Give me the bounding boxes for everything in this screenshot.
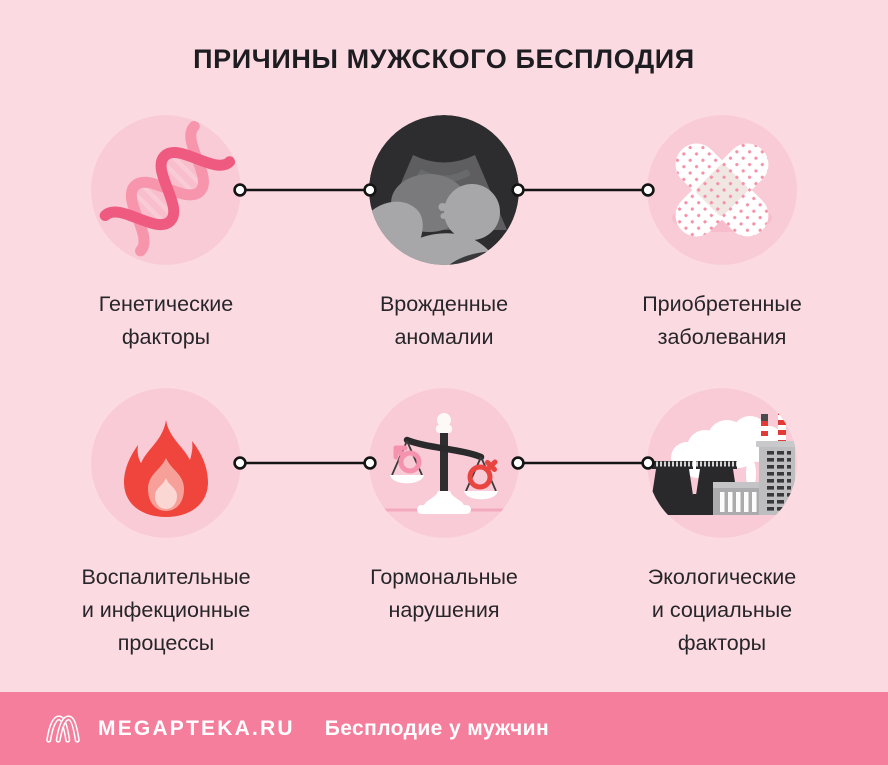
label-line: Гормональные — [370, 565, 518, 589]
hormonal-badge — [369, 388, 519, 538]
megapteka-logo-icon — [46, 714, 80, 743]
label-line: факторы — [121, 325, 211, 349]
ecological-label: Экологические и социальные факторы — [582, 561, 862, 660]
inflammatory-badge — [91, 388, 241, 538]
label-line: Врожденные — [379, 292, 509, 316]
dna-icon — [91, 115, 241, 265]
crossed-bandaids-icon — [647, 115, 797, 265]
label-line: Генетические — [98, 292, 234, 316]
label-line: аномалии — [394, 325, 494, 349]
label-line: процессы — [117, 631, 215, 655]
factory-icon — [647, 388, 797, 538]
inflammatory-label: Воспалительные и инфекционные процессы — [26, 561, 306, 660]
flame-icon — [91, 388, 241, 538]
footer-topic: Бесплодие у мужчин — [324, 716, 550, 740]
label-line: факторы — [677, 631, 767, 655]
congenital-anomalies-badge — [369, 115, 519, 265]
fetus-ultrasound-icon — [369, 115, 519, 265]
label-line: Экологические — [647, 565, 797, 589]
label-line: и инфекционные — [81, 598, 251, 622]
label-line: нарушения — [388, 598, 500, 622]
acquired-diseases-label: Приобретенные заболевания — [582, 288, 862, 354]
genetic-factors-badge — [91, 115, 241, 265]
connector-row2-left — [233, 456, 377, 470]
connector-row1-left — [233, 183, 377, 197]
gender-scales-icon — [369, 388, 519, 538]
hormonal-label: Гормональные нарушения — [304, 561, 584, 627]
connector-row2-right — [511, 456, 655, 470]
page-title: ПРИЧИНЫ МУЖСКОГО БЕСПЛОДИЯ — [193, 44, 695, 74]
congenital-anomalies-label: Врожденные аномалии — [304, 288, 584, 354]
brand-name: MEGAPTEKA.RU — [98, 716, 295, 740]
footer-bar: MEGAPTEKA.RU Бесплодие у мужчин — [0, 692, 888, 765]
ecological-badge — [647, 388, 797, 538]
acquired-diseases-badge — [647, 115, 797, 265]
label-line: Приобретенные — [642, 292, 802, 316]
label-line: и социальные — [651, 598, 793, 622]
genetic-factors-label: Генетические факторы — [26, 288, 306, 354]
connector-row1-right — [511, 183, 655, 197]
label-line: заболевания — [657, 325, 787, 349]
label-line: Воспалительные — [81, 565, 251, 589]
